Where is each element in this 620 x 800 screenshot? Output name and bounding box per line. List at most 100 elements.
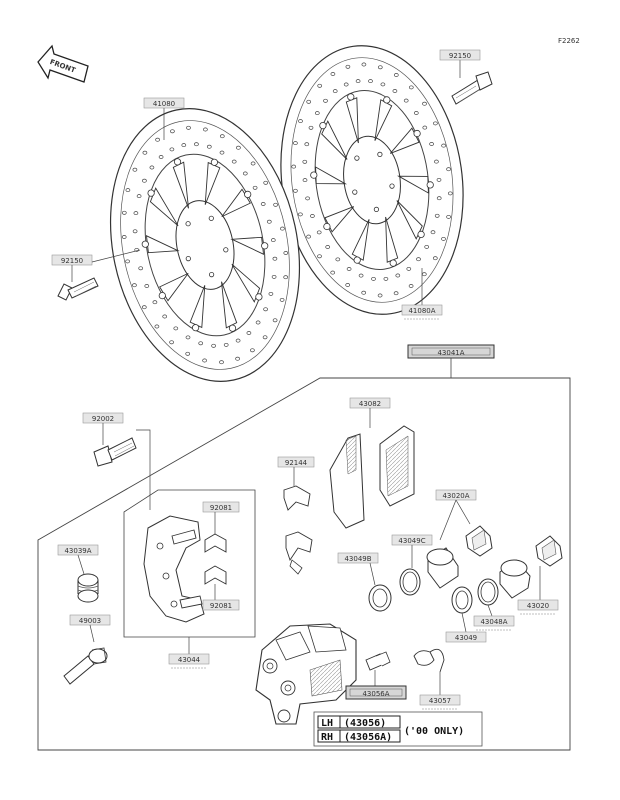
disc-hole [371, 276, 376, 281]
part-label: 43039A [64, 547, 91, 555]
disc-bolt-hole [354, 155, 360, 161]
part-label: 43049B [344, 555, 371, 563]
disc-hole [198, 341, 204, 346]
disc-hole [433, 121, 438, 126]
disc-hole [138, 266, 144, 271]
disc-hole [298, 212, 303, 217]
disc-hole [235, 338, 241, 343]
part-label: 43049C [398, 537, 425, 545]
disc-hole [206, 144, 212, 149]
disc-hole [429, 142, 434, 146]
disc-hole [133, 211, 139, 216]
disc-hole [169, 340, 174, 345]
disc-button [147, 189, 155, 197]
legend-note: ('00 ONLY) [404, 726, 464, 737]
disc-hole [305, 196, 310, 201]
disc-button [323, 222, 331, 231]
disc-hole [144, 284, 150, 288]
disc-bolt-hole [209, 271, 215, 278]
disc-spokes [141, 158, 269, 332]
disc-hole [185, 335, 191, 340]
disc-hole [408, 85, 414, 90]
disc-hole [202, 358, 207, 363]
disc-hole [293, 188, 298, 193]
disc-button [158, 291, 166, 300]
disc-bolt-hole [373, 206, 379, 212]
disc-hole [162, 314, 168, 319]
disc-hole [283, 251, 289, 255]
disc-hole [430, 230, 436, 235]
caliper-bracket [143, 515, 205, 623]
disc-hole [355, 79, 361, 84]
disc-hole [346, 267, 352, 271]
spring-icon [204, 565, 227, 585]
disc-hole [158, 155, 164, 159]
disc-hole [236, 145, 241, 150]
disc-bolt-hole [185, 255, 191, 262]
disc-hole [345, 64, 351, 69]
part-label: 43041A [437, 349, 464, 357]
disc-hole [383, 276, 389, 281]
disc-hole [250, 348, 255, 353]
part-label: 43044 [178, 656, 201, 664]
disc-hole [361, 290, 367, 295]
disc-hole [142, 150, 148, 155]
disc-button [261, 242, 269, 250]
disc-button [173, 158, 182, 166]
disc-hole [142, 178, 147, 183]
disc-hole [136, 194, 142, 199]
disc-hole [203, 127, 208, 132]
disc-hole [377, 293, 383, 298]
disc-holes [121, 125, 289, 365]
disc-button [244, 190, 252, 198]
disc-bolt-hole [352, 189, 358, 195]
disc-hole [330, 72, 336, 76]
disc-bolt-hole [223, 247, 229, 253]
disc-hole [273, 202, 278, 207]
disc-hole [421, 272, 427, 277]
assembly-frame [37, 377, 571, 751]
disc-hole [169, 147, 175, 152]
disc-hole [280, 226, 285, 231]
bolt-icon [57, 277, 99, 301]
disc-hole [317, 254, 322, 259]
disc-hole [345, 283, 351, 287]
disc-button [141, 240, 149, 248]
part-label: 49003 [79, 617, 101, 625]
disc-hole [170, 129, 175, 134]
disc-hole [446, 214, 451, 219]
bracket-frame [123, 489, 256, 638]
disc-hole [250, 161, 256, 166]
disc-hole [413, 111, 419, 115]
disc-hole [293, 141, 298, 146]
disc-button [413, 129, 421, 138]
disc-hole [393, 73, 399, 77]
disc-hole [306, 99, 312, 104]
disc-hole [447, 191, 453, 196]
disc-hole [283, 275, 289, 280]
disc-hole [392, 89, 398, 93]
part-label: 92081 [210, 602, 232, 610]
disc-hole [325, 245, 331, 249]
disc-button [417, 230, 425, 238]
disc-spokes [310, 93, 434, 267]
part-label: 41080A [408, 307, 435, 315]
disc-hole [246, 331, 252, 335]
disc-hole [298, 119, 303, 124]
disc-hole [291, 164, 297, 169]
disc-hole [308, 125, 314, 130]
disc-hole [235, 356, 240, 361]
disc-button [389, 259, 397, 267]
caliper-body [255, 623, 357, 725]
legend-rh-side: RH [321, 732, 333, 743]
disc-hole [441, 143, 446, 148]
disc-hole [393, 291, 399, 296]
disc-hole [434, 213, 440, 218]
brake-disc-right [280, 45, 464, 315]
disc-hole [266, 219, 272, 224]
disc-hole [271, 274, 277, 279]
disc-hole [358, 273, 364, 278]
boot-icon [77, 573, 99, 603]
disc-hole [279, 297, 285, 302]
